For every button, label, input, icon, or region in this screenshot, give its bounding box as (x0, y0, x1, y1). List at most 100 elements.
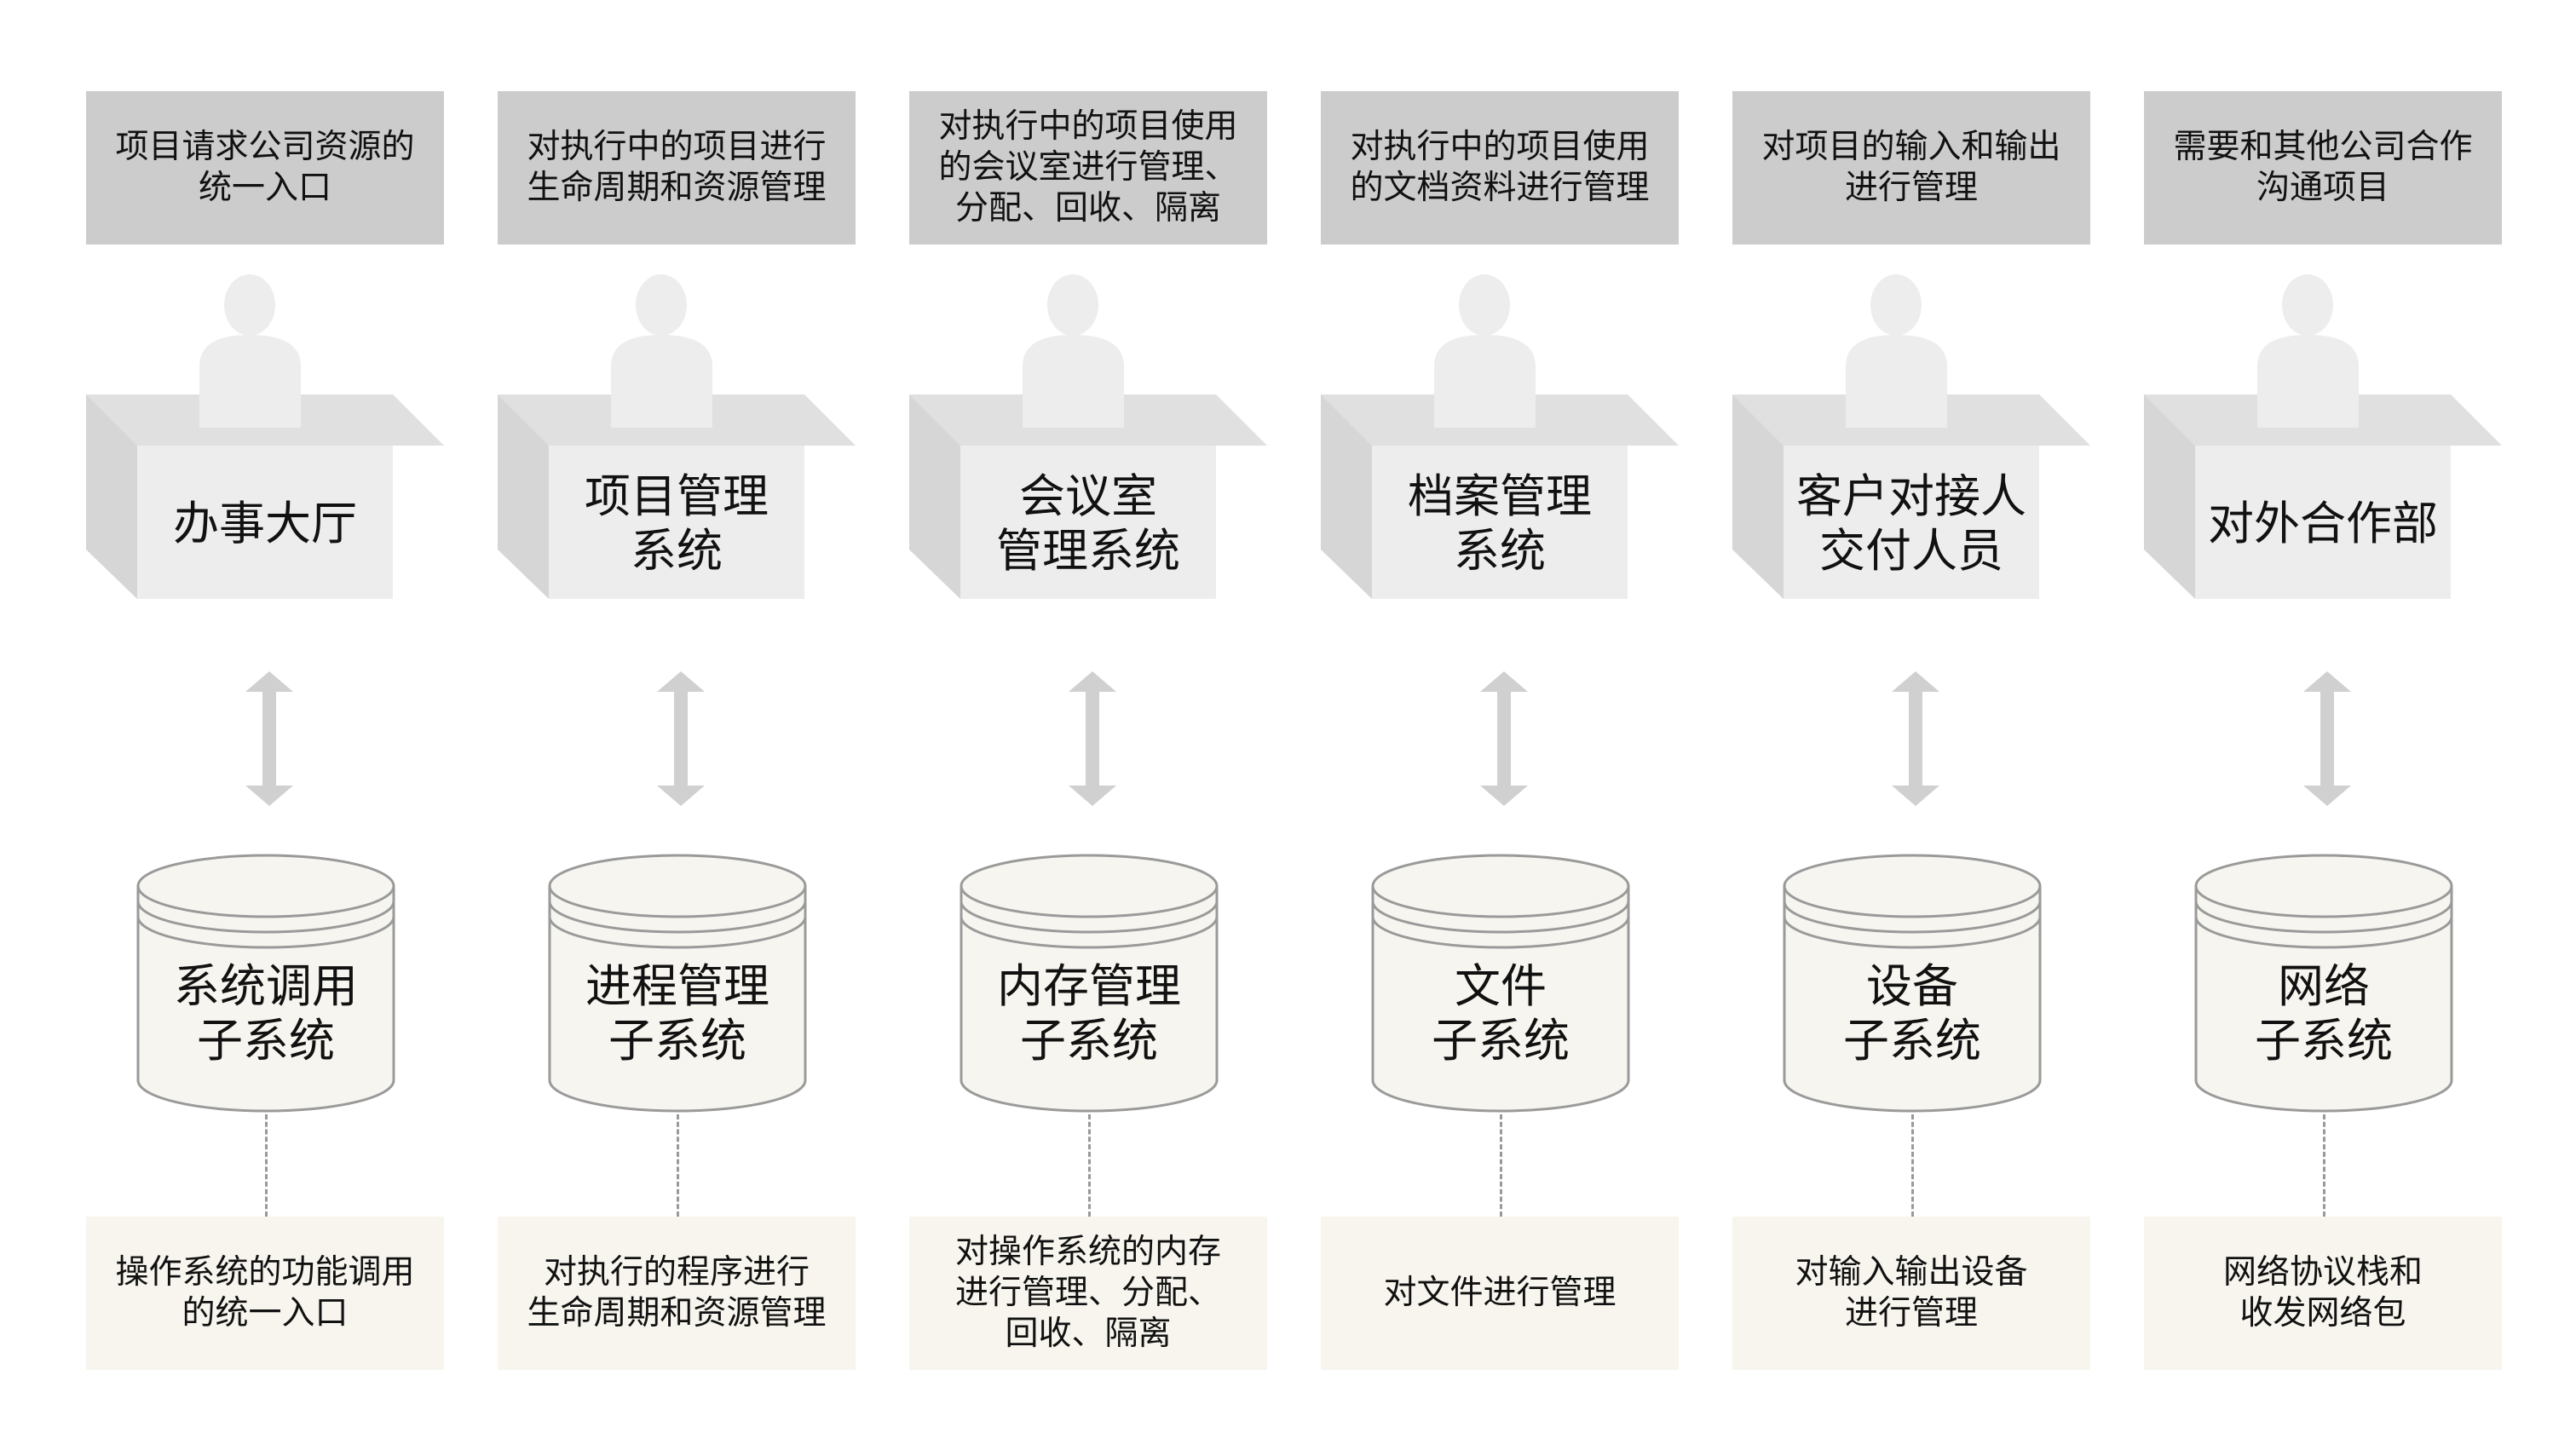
desk-person-icon (909, 274, 1267, 599)
subsystem-cylinder: 内存管理子系统 (959, 852, 1219, 1116)
bottom-line: 进行管理、分配、 (954, 1274, 1221, 1312)
bottom-line: 对操作系统的内存 (954, 1233, 1221, 1271)
desk-line: 对外合作部 (2208, 497, 2438, 550)
cylinder-line: 子系统 (1432, 1014, 1570, 1068)
dashed-connector (1088, 1114, 1091, 1217)
service-desk: 项目管理系统 (498, 273, 856, 605)
desk-line: 会议室 (1019, 469, 1157, 523)
subsystem-label: 内存管理子系统 (959, 933, 1219, 1095)
top-line: 对项目的输入和输出 (1761, 128, 2061, 166)
diagram-column: 需要和其他公司合作沟通项目 对外合作部 网络子系统 网络协议栈和收 (2144, 0, 2502, 1456)
diagram-column: 对执行中的项目使用的文档资料进行管理 档案管理系统 文件子系统 对 (1321, 0, 1679, 1456)
top-line: 进行管理 (1844, 169, 1978, 207)
cylinder-icon (960, 854, 1219, 1113)
service-desk: 档案管理系统 (1321, 273, 1679, 605)
diagram-column: 对项目的输入和输出进行管理 客户对接人交付人员 设备子系统 对输入 (1732, 0, 2090, 1456)
double-arrow-icon (1480, 671, 1528, 806)
desk-line: 系统 (631, 524, 723, 578)
top-line: 沟通项目 (2256, 169, 2389, 207)
desk-line: 档案管理 (1408, 469, 1592, 523)
desk-person-icon (498, 274, 856, 599)
desk-line: 客户对接人 (1796, 469, 2026, 523)
subsystem-label: 网络子系统 (2193, 933, 2454, 1095)
cylinder-icon (2194, 854, 2453, 1113)
analogy-description-box: 对执行中的项目使用的会议室进行管理、分配、回收、隔离 (909, 91, 1267, 245)
service-desk: 办事大厅 (86, 273, 444, 605)
bottom-line: 收发网络包 (2239, 1294, 2406, 1332)
desk-person-icon (1321, 274, 1679, 599)
subsystem-label: 进程管理子系统 (547, 933, 808, 1095)
desk-line: 项目管理 (585, 469, 769, 523)
subsystem-description-box: 对输入输出设备进行管理 (1732, 1217, 2090, 1370)
subsystem-cylinder: 文件子系统 (1370, 852, 1631, 1116)
desk-label: 办事大厅 (137, 447, 393, 601)
subsystem-cylinder: 设备子系统 (1782, 852, 2043, 1116)
cylinder-line: 子系统 (1843, 1014, 1981, 1068)
top-line: 对执行中的项目使用 (938, 107, 1238, 146)
bottom-line: 回收、隔离 (1005, 1315, 1172, 1353)
double-arrow-icon (2303, 671, 2351, 806)
cylinder-icon (136, 854, 395, 1113)
analogy-description-box: 项目请求公司资源的统一入口 (86, 91, 444, 245)
analogy-description-box: 对执行中的项目使用的文档资料进行管理 (1321, 91, 1679, 245)
desk-person-icon (1732, 274, 2090, 599)
diagram-column: 对执行中的项目进行生命周期和资源管理 项目管理系统 进程管理子系统 (498, 0, 856, 1456)
dashed-connector (1911, 1114, 1914, 1217)
cylinder-line: 网络 (2278, 959, 2370, 1013)
subsystem-description-box: 对文件进行管理 (1321, 1217, 1679, 1370)
cylinder-icon (1783, 854, 2042, 1113)
desk-line: 交付人员 (1819, 524, 2003, 578)
subsystem-cylinder: 进程管理子系统 (547, 852, 808, 1116)
bottom-line: 对执行的程序进行 (543, 1253, 810, 1292)
desk-label: 档案管理系统 (1372, 447, 1628, 601)
cylinder-line: 系统调用 (174, 959, 358, 1013)
subsystem-label: 系统调用子系统 (135, 933, 396, 1095)
desk-label: 对外合作部 (2195, 447, 2451, 601)
cylinder-line: 子系统 (2255, 1014, 2393, 1068)
subsystem-label: 文件子系统 (1370, 933, 1631, 1095)
bottom-line: 生命周期和资源管理 (527, 1294, 827, 1332)
top-line: 统一入口 (198, 169, 331, 207)
dashed-connector (1500, 1114, 1502, 1217)
double-arrow-icon (245, 671, 293, 806)
cylinder-line: 内存管理 (997, 959, 1181, 1013)
analogy-description-box: 需要和其他公司合作沟通项目 (2144, 91, 2502, 245)
cylinder-line: 子系统 (197, 1014, 335, 1068)
desk-label: 会议室管理系统 (960, 447, 1216, 601)
top-line: 需要和其他公司合作 (2173, 128, 2473, 166)
bottom-line: 操作系统的功能调用 (115, 1253, 415, 1292)
double-arrow-icon (1069, 671, 1116, 806)
bottom-line: 进行管理 (1844, 1294, 1978, 1332)
cylinder-line: 设备 (1866, 959, 1958, 1013)
dashed-connector (677, 1114, 679, 1217)
subsystem-cylinder: 网络子系统 (2193, 852, 2454, 1116)
bottom-line: 的统一入口 (182, 1294, 349, 1332)
top-line: 的会议室进行管理、 (938, 148, 1238, 187)
desk-line: 管理系统 (996, 524, 1180, 578)
subsystem-description-box: 操作系统的功能调用的统一入口 (86, 1217, 444, 1370)
subsystem-cylinder: 系统调用子系统 (135, 852, 396, 1116)
analogy-description-box: 对执行中的项目进行生命周期和资源管理 (498, 91, 856, 245)
top-line: 分配、回收、隔离 (954, 189, 1221, 227)
subsystem-description-box: 对操作系统的内存进行管理、分配、回收、隔离 (909, 1217, 1267, 1370)
analogy-description-box: 对项目的输入和输出进行管理 (1732, 91, 2090, 245)
desk-line: 办事大厅 (173, 497, 357, 550)
cylinder-icon (548, 854, 807, 1113)
subsystem-label: 设备子系统 (1782, 933, 2043, 1095)
subsystem-description-box: 对执行的程序进行生命周期和资源管理 (498, 1217, 856, 1370)
desk-line: 系统 (1454, 524, 1546, 578)
top-line: 的文档资料进行管理 (1350, 169, 1650, 207)
top-line: 对执行中的项目进行 (527, 128, 827, 166)
top-line: 生命周期和资源管理 (527, 169, 827, 207)
bottom-line: 对输入输出设备 (1795, 1253, 2028, 1292)
desk-label: 客户对接人交付人员 (1784, 447, 2039, 601)
cylinder-line: 子系统 (608, 1014, 746, 1068)
bottom-line: 对文件进行管理 (1383, 1274, 1616, 1312)
bottom-line: 网络协议栈和 (2222, 1253, 2423, 1292)
desk-person-icon (2144, 274, 2502, 599)
cylinder-icon (1371, 854, 1630, 1113)
dashed-connector (265, 1114, 268, 1217)
top-line: 项目请求公司资源的 (115, 128, 415, 166)
subsystem-description-box: 网络协议栈和收发网络包 (2144, 1217, 2502, 1370)
cylinder-line: 文件 (1455, 959, 1547, 1013)
